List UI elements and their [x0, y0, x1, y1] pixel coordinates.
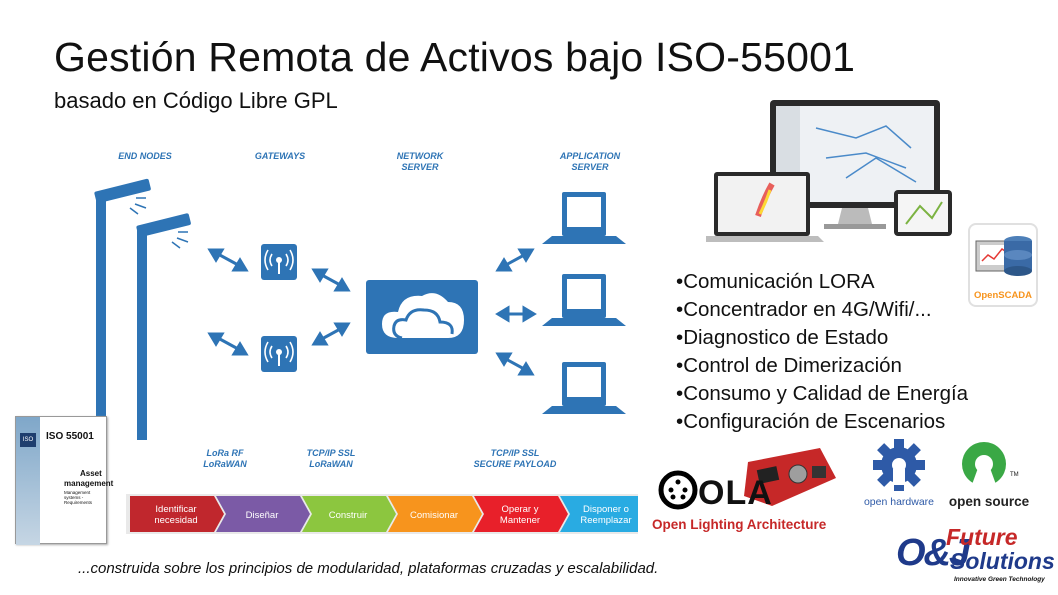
label-network-server: NETWORK SERVER — [396, 151, 444, 172]
process-step-label: necesidad — [154, 515, 197, 526]
laptop-icon — [542, 362, 626, 414]
bullet-icon: • — [676, 410, 684, 433]
street-light-icon — [94, 178, 151, 440]
ola-board-icon — [658, 448, 836, 510]
arrow-icon — [495, 248, 537, 376]
open-hardware-logo: open hardware — [856, 438, 942, 512]
process-step-label: Comisionar — [410, 510, 458, 521]
arrow-icon — [207, 248, 249, 356]
process-step — [388, 496, 482, 532]
lora-network-diagram — [94, 178, 626, 440]
oj-logo-mark: O&J — [896, 532, 970, 574]
feature-item: •Configuración de Escenarios — [676, 410, 946, 433]
future-solutions-logo: O&J Future Solutions Innovative Green Te… — [896, 524, 1056, 592]
label-lora-rf: LoRa RF LoRaWAN — [203, 448, 247, 469]
devices-dashboard-image — [706, 100, 952, 242]
iso-title-1: Asset — [80, 469, 102, 478]
process-step-label: Operar y — [502, 504, 539, 515]
iso-title-2: management — [64, 479, 114, 488]
page-title: Gestión Remota de Activos bajo ISO-55001 — [54, 34, 856, 80]
process-step-label: Construir — [329, 510, 368, 521]
cloud-server-icon — [366, 280, 478, 354]
bullet-icon: • — [676, 270, 684, 293]
feature-item: •Control de Dimerización — [676, 354, 902, 377]
feature-item: •Diagnostico de Estado — [676, 326, 889, 349]
process-step — [560, 496, 638, 532]
gateway-icon — [261, 336, 297, 372]
process-step — [130, 496, 224, 532]
open-source-icon — [962, 442, 1006, 490]
label-tcpip-lorawan: TCP/IP SSL LoRaWAN — [306, 448, 356, 469]
process-step — [216, 496, 310, 532]
label-end-nodes: END NODES — [118, 151, 172, 161]
solutions-label: Solutions — [950, 548, 1055, 574]
iso-code: ISO 55001 — [46, 431, 94, 442]
future-label: Future — [946, 524, 1018, 550]
process-step-label: Disponer o — [583, 504, 629, 515]
process-step-label: Identificar — [155, 504, 196, 515]
open-hardware-label: open hardware — [863, 496, 935, 508]
page-subtitle: basado en Código Libre GPL — [54, 88, 338, 113]
process-step — [302, 496, 396, 532]
label-secure-payload: TCP/IP SSL SECURE PAYLOAD — [473, 448, 557, 469]
feature-item: •Concentrador en 4G/Wifi/... — [676, 298, 932, 321]
process-step-label: Reemplazar — [580, 515, 631, 526]
iso-badge: ISO — [20, 433, 36, 447]
tagline-label: Innovative Green Technology — [954, 576, 1045, 583]
street-light-icon — [136, 213, 191, 440]
ola-logo: OLA Open Lighting Architecture — [652, 444, 844, 538]
open-source-label: open source — [948, 494, 1030, 509]
feature-item: •Comunicación LORA — [676, 270, 875, 293]
iso-subtitle: Management systems - Requirements — [64, 490, 93, 505]
process-step-label: Mantener — [500, 515, 540, 526]
bullet-icon: • — [676, 326, 684, 349]
opensc-logo: OpenSCADA — [968, 223, 1038, 307]
ola-logo-text: OLA — [698, 474, 773, 512]
opensc-logo-label: OpenSCADA — [973, 290, 1033, 301]
iso-55001-book: ISO ISO 55001 Asset management Managemen… — [15, 416, 113, 545]
gear-icon — [873, 439, 925, 491]
bullet-icon: • — [676, 298, 684, 321]
laptop-icon — [542, 274, 626, 326]
laptop-icon — [542, 192, 626, 244]
database-icon — [975, 236, 1032, 276]
arrow-icon — [311, 268, 351, 346]
open-source-logo: TM open source — [944, 438, 1034, 514]
label-application-server: APPLICATION SERVER — [559, 151, 621, 172]
bullet-icon: • — [676, 354, 684, 377]
process-step-label: Diseñar — [246, 510, 279, 521]
footer-text: ...construida sobre los principios de mo… — [78, 560, 659, 577]
feature-item: •Consumo y Calidad de Energía — [676, 382, 969, 405]
gateway-icon — [261, 244, 297, 280]
ola-logo-subtitle: Open Lighting Architecture — [652, 517, 827, 532]
trademark-label: TM — [1010, 472, 1019, 478]
bullet-icon: • — [676, 382, 684, 405]
process-step — [474, 496, 568, 532]
label-gateways: GATEWAYS — [254, 151, 306, 161]
